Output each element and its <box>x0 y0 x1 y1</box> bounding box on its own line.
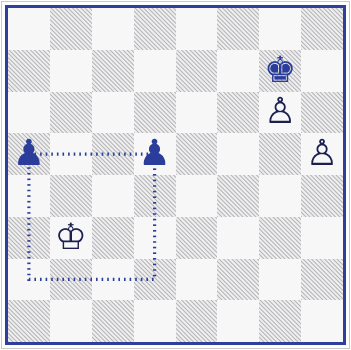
black-king-icon[interactable]: ♚ <box>259 50 301 92</box>
black-pawn-icon[interactable]: ♟ <box>8 133 50 175</box>
white-pawn-icon[interactable]: ♙ <box>259 92 301 134</box>
white-pawn-icon[interactable]: ♙ <box>301 133 343 175</box>
black-pawn-icon[interactable]: ♟ <box>134 133 176 175</box>
chess-board[interactable]: ♚♙♙♟♟♔ <box>5 5 346 345</box>
board-pieces: ♚♙♙♟♟♔ <box>8 8 343 342</box>
white-king-icon[interactable]: ♔ <box>50 217 92 259</box>
